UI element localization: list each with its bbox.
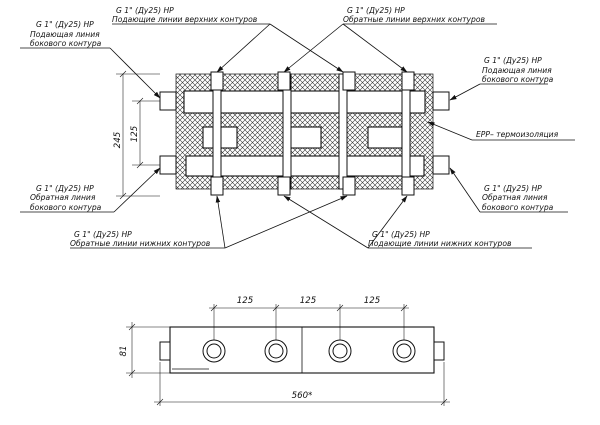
- svg-text:G 1" (Ду25) НР: G 1" (Ду25) НР: [484, 56, 542, 65]
- inner-chamber-3: [367, 126, 403, 149]
- svg-text:G 1" (Ду25) НР: G 1" (Ду25) НР: [36, 184, 94, 193]
- side-return-left: [159, 155, 177, 175]
- dim-height-inner: 125: [130, 126, 140, 142]
- dim-spacing-3: 125: [364, 296, 380, 306]
- vertical-tube-4: [401, 73, 411, 190]
- top-view: [159, 326, 445, 374]
- label-bottom-center-right: G 1" (Ду25) НР Подающие линии нижних кон…: [368, 230, 512, 248]
- label-top-center-right: G 1" (Ду25) НР Обратные линии верхних ко…: [343, 6, 485, 24]
- dim-body-width: 81: [119, 346, 129, 357]
- upper-header-channel: [183, 90, 426, 114]
- svg-text:G 1" (Ду25) НР: G 1" (Ду25) НР: [484, 184, 542, 193]
- svg-text:G 1" (Ду25) НР: G 1" (Ду25) НР: [372, 230, 430, 239]
- svg-text:бокового контура: бокового контура: [482, 203, 554, 212]
- leader-lines: [20, 23, 575, 249]
- label-top-center-left: G 1" (Ду25) НР Подающие линии верхних ко…: [112, 6, 258, 24]
- svg-text:G 1" (Ду25) НР: G 1" (Ду25) НР: [347, 6, 405, 15]
- label-top-left: G 1" (Ду25) НР Подающая линия бокового к…: [30, 20, 102, 48]
- bottom-nozzle-1: [210, 176, 224, 196]
- svg-text:бокового контура: бокового контура: [482, 75, 554, 84]
- svg-text:Обратная линия: Обратная линия: [482, 193, 548, 202]
- side-return-right: [432, 155, 450, 175]
- svg-text:G 1" (Ду25) НР: G 1" (Ду25) НР: [116, 6, 174, 15]
- nozzle-3: [328, 339, 352, 363]
- svg-text:Подающие линии нижних контуров: Подающие линии нижних контуров: [368, 239, 512, 248]
- vertical-tube-1: [212, 73, 222, 190]
- nozzle-1: [202, 339, 226, 363]
- vertical-tube-3: [338, 73, 348, 190]
- nozzle-2: [264, 339, 288, 363]
- top-nozzle-2: [277, 71, 291, 91]
- bottom-nozzle-3: [342, 176, 356, 196]
- label-bottom-center-left: G 1" (Ду25) НР Обратные линии нижних кон…: [70, 230, 211, 248]
- bottom-nozzle-2: [277, 176, 291, 196]
- label-bottom-right: G 1" (Ду25) НР Обратная линия бокового к…: [482, 184, 554, 212]
- label-insulation: EPP– термоизоляция: [476, 130, 559, 139]
- svg-text:Подающие линии верхних контуро: Подающие линии верхних контуров: [112, 15, 258, 24]
- lower-header-channel: [185, 155, 425, 177]
- nozzle-4: [392, 339, 416, 363]
- top-nozzle-3: [342, 71, 356, 91]
- dim-total-length: 560*: [292, 391, 313, 401]
- svg-text:Обратные линии верхних контуро: Обратные линии верхних контуров: [343, 15, 485, 24]
- svg-text:Подающая линия: Подающая линия: [30, 30, 100, 39]
- dim-spacing-1: 125: [237, 296, 253, 306]
- front-view: [159, 71, 450, 196]
- top-view-dimensions: 125 125 125 81 560*: [119, 296, 450, 406]
- svg-text:Подающая линия: Подающая линия: [482, 66, 552, 75]
- thread-left: [159, 341, 171, 361]
- top-nozzle-4: [401, 71, 415, 91]
- top-nozzle-1: [210, 71, 224, 91]
- label-bottom-left: G 1" (Ду25) НР Обратная линия бокового к…: [30, 184, 102, 212]
- svg-text:бокового контура: бокового контура: [30, 39, 102, 48]
- side-supply-left: [159, 91, 177, 111]
- svg-text:Обратные линии нижних контуров: Обратные линии нижних контуров: [70, 239, 211, 248]
- label-top-right: G 1" (Ду25) НР Подающая линия бокового к…: [482, 56, 554, 84]
- svg-text:бокового контура: бокового контура: [30, 203, 102, 212]
- svg-text:G 1" (Ду25) НР: G 1" (Ду25) НР: [74, 230, 132, 239]
- vertical-tube-2: [282, 73, 292, 190]
- inner-chamber-2: [286, 126, 322, 149]
- dim-height-total: 245: [113, 132, 123, 148]
- svg-text:Обратная линия: Обратная линия: [30, 193, 96, 202]
- dim-spacing-2: 125: [300, 296, 316, 306]
- front-dimensions: 245 125: [113, 70, 160, 200]
- side-supply-right: [432, 91, 450, 111]
- svg-text:G 1" (Ду25) НР: G 1" (Ду25) НР: [36, 20, 94, 29]
- thread-right: [433, 341, 445, 361]
- bottom-nozzle-4: [401, 176, 415, 196]
